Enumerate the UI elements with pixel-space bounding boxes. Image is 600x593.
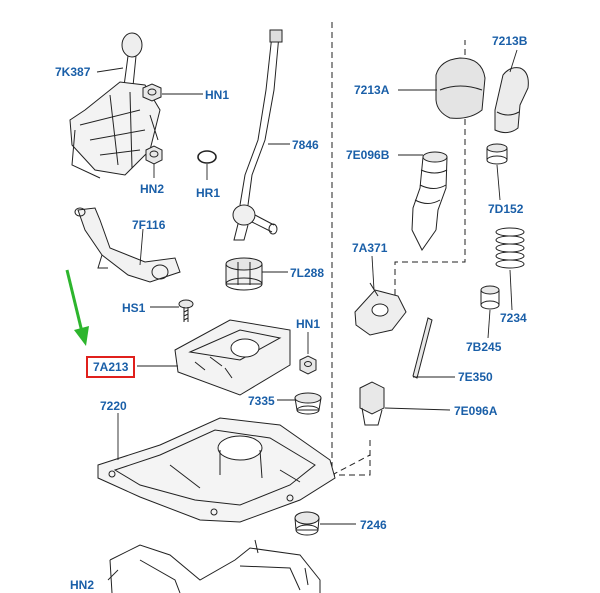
nut-hn1-middle (299, 355, 317, 375)
label-7e350: 7E350 (458, 370, 493, 384)
bush-7246 (294, 511, 320, 536)
ring-hr1 (197, 150, 217, 164)
gear-selector-housing (69, 32, 161, 179)
spring-7234 (495, 227, 525, 269)
label-7213a: 7213A (354, 83, 390, 97)
gear-knob-7213b (494, 67, 529, 134)
bush-7l288 (225, 257, 263, 291)
housing-7220 (97, 417, 336, 523)
label-7k387: 7K387 (55, 65, 91, 79)
label-hs1: HS1 (122, 301, 146, 315)
nut-hn1-top (142, 83, 162, 102)
label-7a213-highlighted: 7A213 (86, 356, 136, 378)
label-hn1-top: HN1 (205, 88, 230, 102)
label-7e096a: 7E096A (454, 404, 498, 418)
grommet-7335 (294, 392, 322, 415)
bottom-bracket (109, 539, 321, 593)
rod-7e350 (412, 317, 433, 379)
collar-7d152 (486, 143, 508, 165)
gate-plate-7a213 (174, 319, 291, 396)
label-7220: 7220 (100, 399, 127, 413)
label-7a371: 7A371 (352, 241, 388, 255)
dashed-boundary (331, 22, 371, 476)
plug-7b245 (480, 285, 500, 310)
label-7335: 7335 (248, 394, 275, 408)
gear-knob-7213a (435, 57, 486, 119)
label-hn2-bottom: HN2 (70, 578, 95, 592)
green-arrow (65, 269, 89, 346)
dashed-boundary-right (394, 40, 466, 295)
boot-7e096b (411, 151, 448, 251)
label-7l288: 7L288 (290, 266, 325, 280)
label-7846: 7846 (292, 138, 319, 152)
nut-hn2 (145, 145, 163, 165)
label-hn2: HN2 (140, 182, 165, 196)
lever-7a371 (354, 282, 407, 336)
label-7f116: 7F116 (132, 218, 166, 232)
label-7246: 7246 (360, 518, 387, 532)
label-7234: 7234 (500, 311, 527, 325)
label-hn1-middle: HN1 (296, 317, 321, 331)
label-hr1: HR1 (196, 186, 221, 200)
screw-hs1 (178, 299, 194, 322)
label-7d152: 7D152 (488, 202, 524, 216)
gear-lever-7846 (232, 29, 283, 241)
label-7b245: 7B245 (466, 340, 502, 354)
bush-7e096a (359, 381, 385, 426)
linkage-7f116 (74, 207, 181, 283)
label-7e096b: 7E096B (346, 148, 390, 162)
label-7213b: 7213B (492, 34, 528, 48)
